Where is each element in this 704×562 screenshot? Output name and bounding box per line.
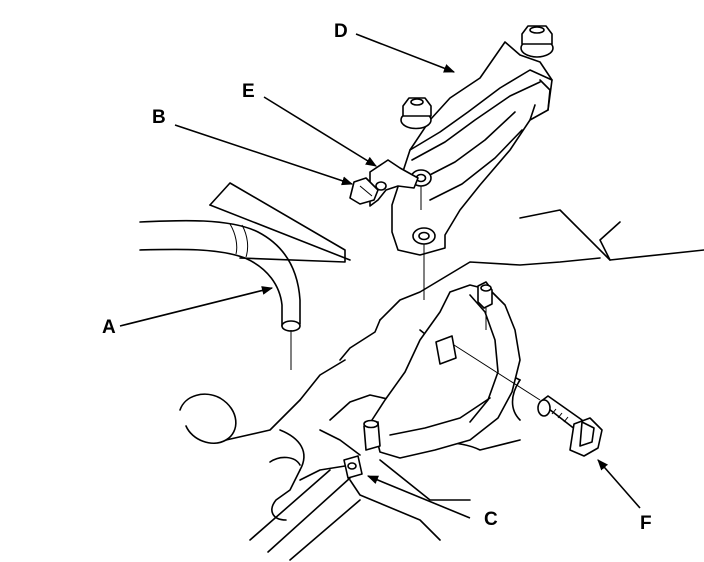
- callout-label-e: E: [242, 81, 255, 102]
- flange-nut-upper: [520, 25, 554, 58]
- hose: [139, 219, 301, 332]
- callout-label-a: A: [102, 317, 116, 338]
- callout-label-b: B: [152, 107, 166, 128]
- lower-shaft: [249, 465, 361, 561]
- stud-bolt: [343, 419, 381, 479]
- clip-bracket: [349, 159, 419, 207]
- leader-f: [597, 459, 641, 509]
- callout-label-f: F: [640, 513, 652, 534]
- leader-b: [174, 124, 354, 186]
- leader-e: [263, 96, 377, 167]
- mounting-bolt: [537, 395, 603, 457]
- flange-nut-lower: [400, 97, 432, 130]
- mount-cushion: [371, 281, 521, 459]
- leader-c: [366, 475, 471, 519]
- callout-label-c: C: [484, 509, 498, 530]
- mount-bracket: [391, 41, 553, 256]
- leader-d: [355, 33, 456, 73]
- leader-lines: [119, 33, 641, 519]
- callout-label-d: D: [334, 21, 348, 42]
- leader-a: [119, 286, 274, 327]
- alignment-lines: [290, 186, 541, 401]
